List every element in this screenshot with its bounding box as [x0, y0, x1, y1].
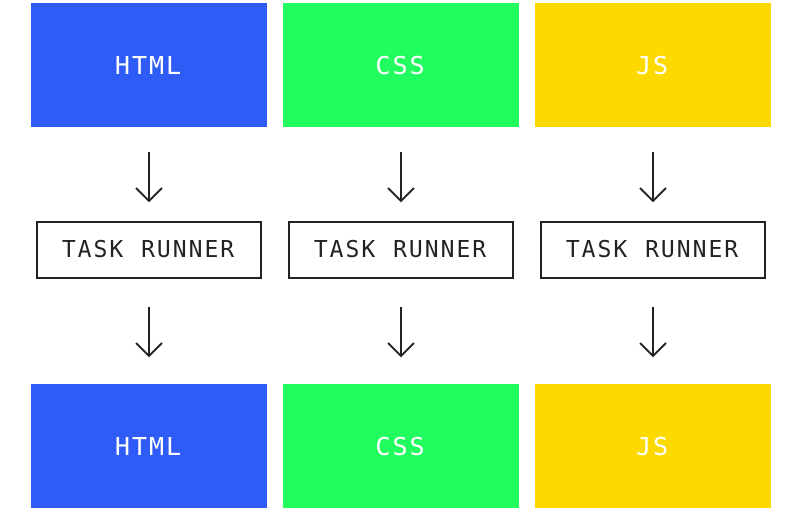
input-label-js: JS	[635, 50, 671, 80]
task-runner-box-css: TASK RUNNER	[288, 221, 514, 279]
pipeline-column-html: HTML TASK RUNNER HTML	[31, 0, 267, 511]
task-runner-label-html: TASK RUNNER	[61, 237, 237, 263]
output-label-css: CSS	[375, 431, 427, 461]
task-runner-label-js: TASK RUNNER	[565, 237, 741, 263]
output-label-html: HTML	[114, 431, 184, 461]
arrow-down-icon	[638, 152, 668, 204]
input-label-css: CSS	[375, 50, 427, 80]
input-label-html: HTML	[114, 50, 184, 80]
pipeline-column-css: CSS TASK RUNNER CSS	[283, 0, 519, 511]
input-box-html: HTML	[31, 3, 267, 127]
output-box-html: HTML	[31, 384, 267, 508]
arrow-down-icon	[386, 307, 416, 359]
arrow-down-icon	[638, 307, 668, 359]
input-box-js: JS	[535, 3, 771, 127]
output-box-css: CSS	[283, 384, 519, 508]
output-box-js: JS	[535, 384, 771, 508]
arrow-down-icon	[134, 152, 164, 204]
task-runner-label-css: TASK RUNNER	[313, 237, 489, 263]
arrow-down-icon	[386, 152, 416, 204]
output-label-js: JS	[635, 431, 671, 461]
input-box-css: CSS	[283, 3, 519, 127]
pipeline-column-js: JS TASK RUNNER JS	[535, 0, 771, 511]
task-runner-box-html: TASK RUNNER	[36, 221, 262, 279]
task-runner-box-js: TASK RUNNER	[540, 221, 766, 279]
arrow-down-icon	[134, 307, 164, 359]
